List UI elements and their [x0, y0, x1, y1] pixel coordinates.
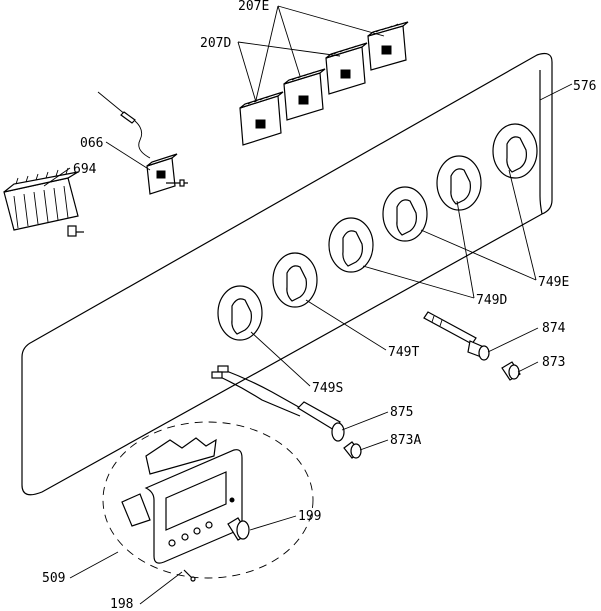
leader-lines: [43, 5, 573, 605]
knob-199: [227, 517, 250, 541]
knob-749d-1: [382, 186, 428, 242]
timer-assembly-509: [102, 421, 314, 579]
label-509: 509: [42, 571, 65, 586]
knob-749d-2: [328, 217, 374, 273]
label-694: 694: [73, 162, 97, 177]
label-207e: 207E: [238, 0, 269, 14]
callout-labels: 207E 207D 576 066 694 749E 749D 874 749T…: [42, 0, 596, 611]
label-749d: 749D: [476, 293, 507, 308]
energy-regulator-1: [239, 91, 284, 146]
label-749t: 749T: [388, 345, 419, 360]
energy-regulator-2: [283, 68, 326, 121]
label-873a: 873A: [390, 433, 421, 448]
label-874: 874: [542, 321, 566, 336]
label-749e: 749E: [538, 275, 569, 290]
energy-regulator-4: [367, 21, 409, 71]
label-066: 066: [80, 136, 103, 151]
knob-749t: [272, 252, 318, 308]
knob-749e-1: [492, 123, 538, 179]
selector-switch-694: [3, 167, 84, 237]
label-749s: 749S: [312, 381, 343, 396]
ignition-switch-874: [423, 311, 490, 361]
label-198: 198: [110, 597, 133, 611]
knob-873: [501, 361, 521, 381]
label-875: 875: [390, 405, 413, 420]
knob-749e-2: [436, 155, 482, 211]
label-873: 873: [542, 355, 565, 370]
thermostat-066: [97, 91, 188, 195]
label-207d: 207D: [200, 36, 231, 51]
knob-873a: [343, 441, 362, 459]
label-199: 199: [298, 509, 321, 524]
energy-regulator-3: [325, 42, 368, 95]
knob-749s: [217, 285, 263, 341]
label-576: 576: [573, 79, 596, 94]
pin-198: [183, 569, 196, 582]
switch-875: [211, 365, 345, 442]
